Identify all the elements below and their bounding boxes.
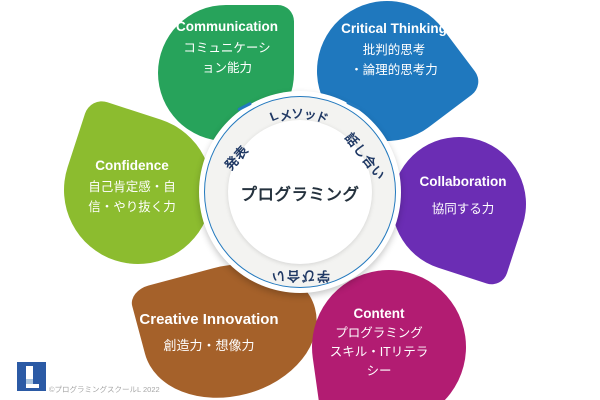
petal-content-text: Content プログラミング スキル・ITリテラ シー [330, 306, 429, 380]
ring-label-mutual-learning: 学び合い [269, 268, 331, 284]
logo-letter-l-foot [26, 384, 39, 388]
logo-letter-l [26, 366, 33, 379]
petal-jp-line: ョン能力 [201, 61, 253, 75]
logo-accent-square [26, 379, 33, 384]
center-label: プログラミング [240, 186, 360, 204]
petal-title: Creative Innovation [139, 311, 279, 328]
petal-jp-line: 自己肯定感・自 [88, 180, 176, 194]
petal-title: Critical Thinking [341, 21, 447, 36]
petal-title: Collaboration [419, 174, 507, 189]
copyright-text: ©プログラミングスクールL 2022 [49, 385, 160, 394]
petal-title: Communication [175, 19, 279, 34]
petal-confidence-text: Confidence 自己肯定感・自 信・やり抜く力 [88, 158, 176, 217]
method-char: ソ [291, 107, 304, 121]
petal-jp-line: 創造力・想像力 [163, 338, 255, 353]
petal-jp-line: スキル・ITリテラ [329, 344, 429, 359]
petal-communication-text: Communication コミュニケーシ ョン能力 [176, 19, 278, 78]
petal-collaboration-text: Collaboration 協同する力 [420, 174, 507, 219]
petal-creative-innovation-text: Creative Innovation 創造力・想像力 [139, 311, 278, 357]
center-inner-circle [228, 120, 372, 264]
petal-jp-line: ・論理的思考力 [350, 63, 438, 77]
method-arc-label: L メ ソ ッ ド [268, 103, 330, 127]
petal-title: Confidence [95, 158, 169, 173]
petal-jp-line: コミュニケーシ [183, 41, 271, 55]
petal-jp-line: 信・やり抜く力 [88, 200, 176, 214]
petal-jp-line: シー [366, 363, 392, 378]
petal-title: Content [353, 306, 405, 321]
petal-critical-thinking-text: Critical Thinking 批判的思考 ・論理的思考力 [341, 21, 447, 80]
petal-jp-line: 批判的思考 [362, 43, 426, 57]
logo [17, 362, 46, 391]
petal-jp-line: プログラミング [335, 326, 423, 340]
petal-jp-line: 協同する力 [431, 202, 495, 216]
